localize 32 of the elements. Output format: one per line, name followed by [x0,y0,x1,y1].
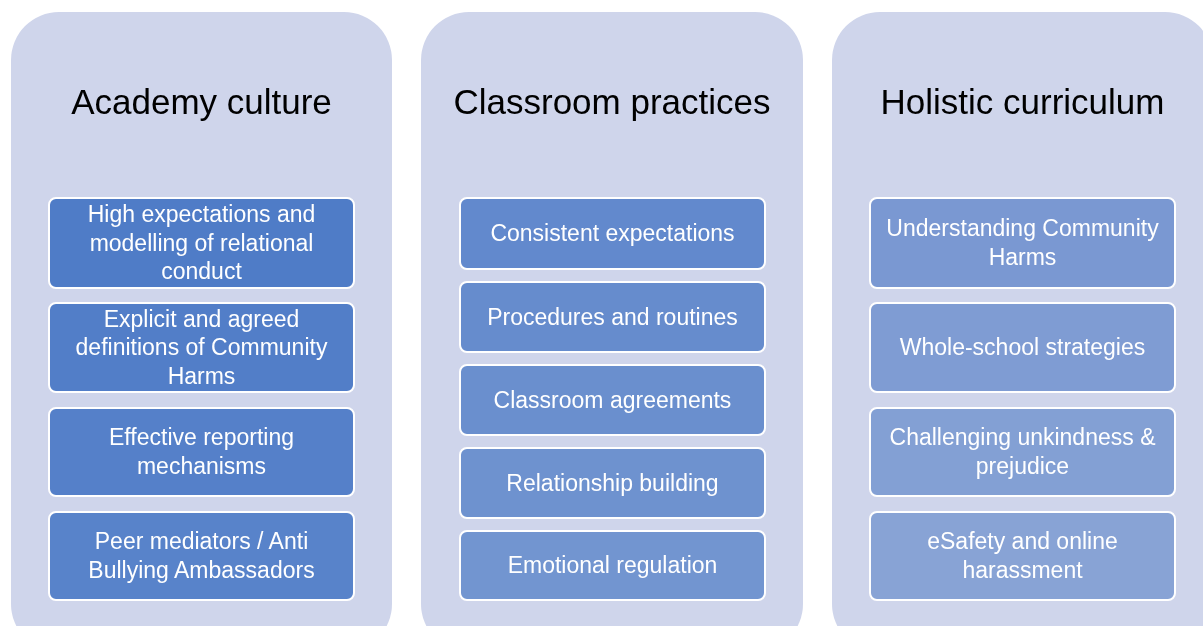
item-label: Peer mediators / Anti Bullying Ambassadors [87,527,316,585]
item-label: Procedures and routines [487,302,738,332]
item-label: eSafety and online harassment [926,527,1119,585]
item-box [459,364,766,436]
category-panel [11,12,392,626]
item-box [459,197,766,270]
item-box [459,447,766,519]
item-label: Classroom agreements [493,385,732,415]
panel-heading: Classroom practices [452,82,772,122]
item-box [48,511,355,601]
item-box [459,281,766,353]
item-label: Challenging unkindness & prejudice [888,423,1157,481]
category-panel [832,12,1203,626]
item-box [869,197,1176,289]
category-panel [421,12,803,626]
item-box [459,530,766,601]
item-label: Effective reporting mechanisms [108,423,295,481]
item-box [869,511,1176,601]
panel-heading: Holistic curriculum [879,82,1166,122]
item-label: Consistent expectations [490,219,735,248]
panel-heading: Academy culture [70,82,333,122]
item-label: Understanding Community Harms [885,214,1160,272]
item-label: Emotional regulation [507,551,718,580]
item-label: Relationship building [506,468,719,498]
item-label: High expectations and modelling of relational conduct [86,200,317,286]
item-box [48,197,355,289]
item-box [48,302,355,393]
item-label: Explicit and agreed definitions of Community Harms [74,304,329,391]
item-box [869,302,1176,393]
item-box [48,407,355,497]
item-box [869,407,1176,497]
item-label: Whole-school strategies [899,333,1146,362]
